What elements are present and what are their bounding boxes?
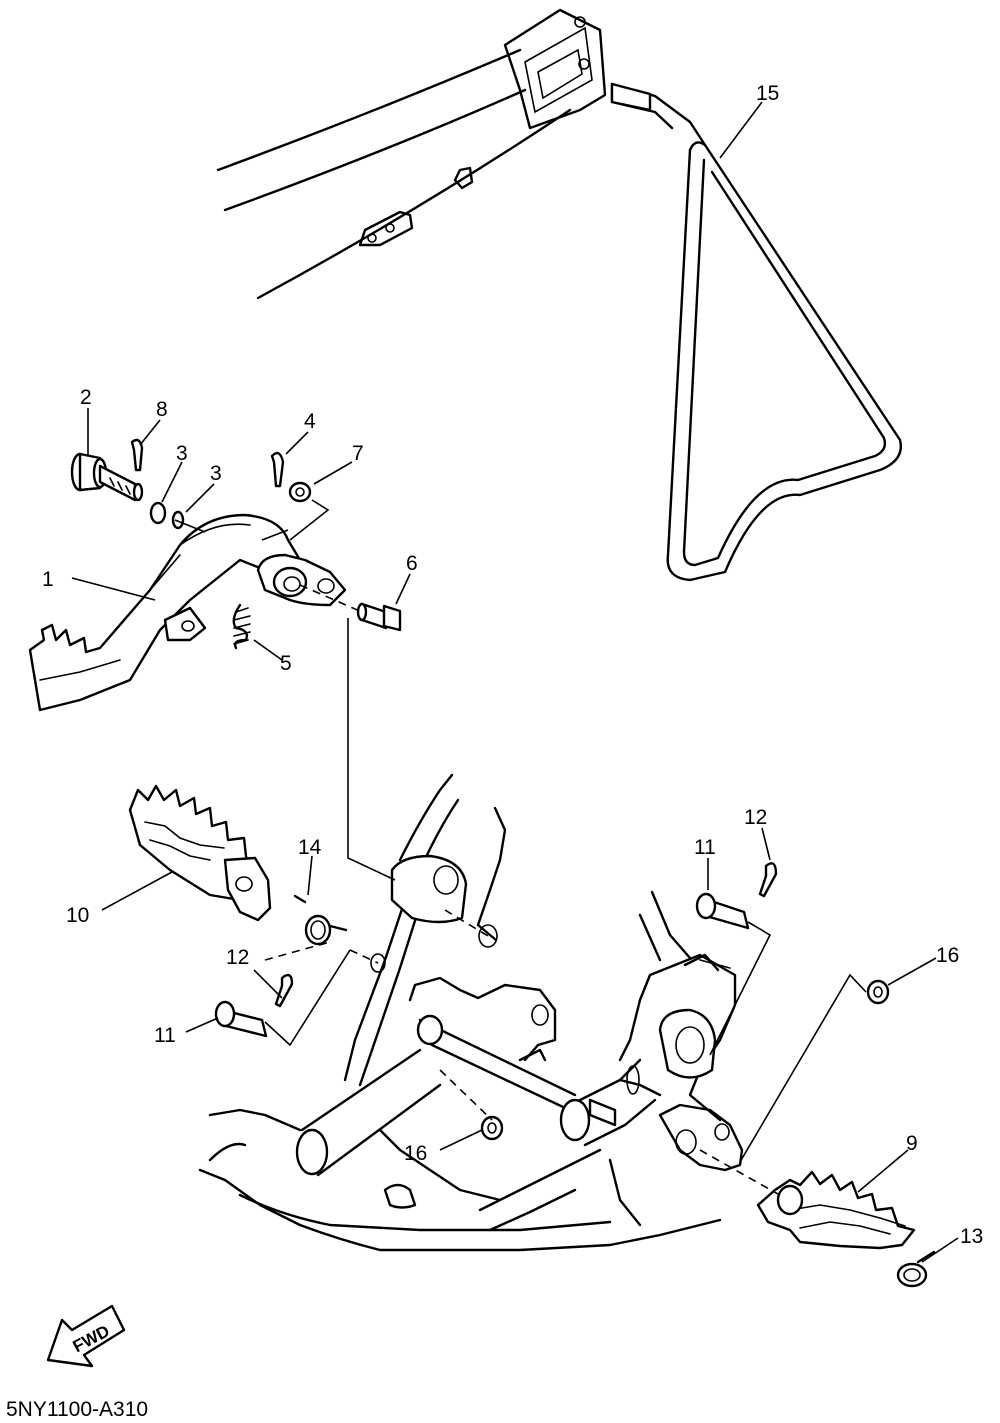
part-2-pivot-shaft	[70, 452, 144, 502]
callout-12a: 12	[226, 946, 249, 969]
callout-1: 1	[42, 568, 54, 591]
part-15-stand	[610, 82, 902, 582]
callout-11a: 11	[154, 1024, 176, 1047]
callout-2: 2	[80, 386, 92, 409]
callout-9: 9	[906, 1132, 918, 1155]
assembly-guides	[174, 499, 867, 1199]
part-7-washer	[288, 481, 312, 503]
callout-6: 6	[406, 552, 418, 575]
callout-leaders	[71, 101, 959, 1263]
part-5-spring	[232, 603, 251, 650]
callout-16a: 16	[936, 944, 959, 967]
callout-14: 14	[298, 836, 322, 859]
part-16-washer-right	[866, 979, 890, 1005]
callout-16b: 16	[404, 1142, 427, 1165]
callout-15: 15	[756, 82, 779, 105]
callout-13: 13	[960, 1225, 983, 1248]
frame	[198, 773, 744, 1252]
part-9-right-footrest	[756, 1170, 916, 1250]
callout-8: 8	[156, 398, 168, 421]
part-13-clip	[896, 1250, 936, 1288]
callout-labels: 1 2 3 3 4 5 6 7 8 9 10 11 11 12 12 13 14…	[42, 82, 983, 1248]
part-6-pin	[356, 602, 402, 632]
part-14-footrest-spring	[293, 894, 348, 946]
fwd-arrow-icon: FWD	[46, 1304, 126, 1368]
callout-7: 7	[352, 442, 364, 465]
callout-3a: 3	[176, 442, 188, 465]
swingarm	[216, 8, 607, 300]
callout-4: 4	[304, 410, 316, 433]
callout-3b: 3	[210, 462, 222, 485]
callout-11b: 11	[694, 836, 716, 859]
callout-5: 5	[280, 652, 292, 675]
part-16-washer-center	[480, 1115, 504, 1141]
part-12-cotter-pin-right	[758, 862, 778, 898]
callout-12b: 12	[744, 806, 767, 829]
part-1-brake-pedal	[28, 513, 347, 712]
part-3-o-ring-b	[171, 510, 185, 530]
callout-10: 10	[66, 904, 89, 927]
part-10-left-footrest	[128, 784, 272, 922]
part-12-cotter-pin-left	[274, 973, 294, 1008]
part-3-o-ring-a	[149, 501, 167, 525]
part-11-footrest-pin-left	[214, 1000, 268, 1038]
part-11-footrest-pin-right	[695, 892, 750, 930]
diagram-code: 5NY1100-A310	[6, 1398, 148, 1421]
part-4-cotter-pin	[270, 451, 285, 488]
